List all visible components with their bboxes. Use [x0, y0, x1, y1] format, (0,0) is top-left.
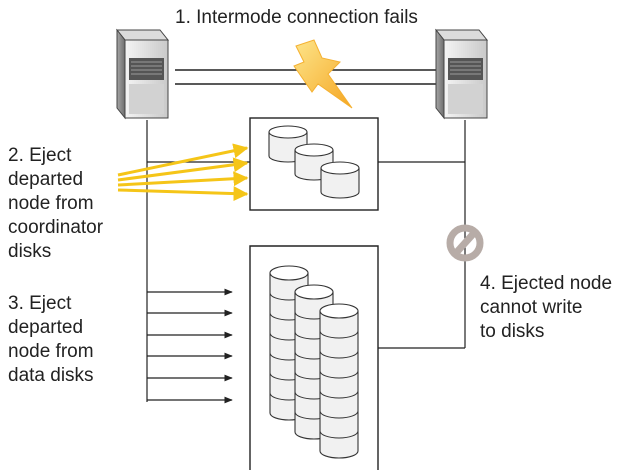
- label-line: node from: [8, 341, 94, 362]
- label-ejected-node: 4. Ejected node cannot write to disks: [480, 272, 612, 344]
- label-line: node from: [8, 193, 94, 214]
- label-line: departed: [8, 169, 84, 190]
- label-connection-fails: 1. Intermode connection fails: [175, 7, 418, 28]
- coordinator-eject-arrows: [117, 143, 249, 202]
- label-line: data disks: [8, 365, 94, 386]
- server-icon-left: [115, 28, 170, 120]
- label-eject-data: 3. Eject departed node from data disks: [8, 292, 94, 388]
- yellow-arrow-2: [117, 157, 249, 182]
- data-disk-stacks: [269, 265, 359, 459]
- server-icon-right: [434, 28, 489, 120]
- label-line: departed: [8, 317, 84, 338]
- no-entry-icon: [446, 224, 484, 262]
- database-disk-icon: [320, 161, 360, 199]
- label-eject-coordinator: 2. Eject departed node from coordinator …: [8, 144, 103, 264]
- yellow-arrow-4: [117, 186, 249, 202]
- label-line: disks: [8, 241, 52, 262]
- database-disk-icon: [319, 303, 359, 459]
- yellow-arrow-3: [117, 171, 249, 187]
- yellow-arrow-1: [117, 143, 249, 177]
- label-line: 3. Eject: [8, 293, 72, 314]
- left-node-wiring: [146, 120, 250, 402]
- right-node-wiring: [378, 120, 466, 349]
- label-line: 4. Ejected node: [480, 273, 613, 294]
- data-disk-eject-arrows: [147, 288, 233, 404]
- label-line: cannot write: [480, 297, 583, 318]
- label-line: to disks: [480, 321, 545, 342]
- label-line: 2. Eject: [8, 145, 72, 166]
- coordinator-disks: [268, 125, 360, 199]
- label-line: coordinator: [8, 217, 104, 238]
- lightning-bolt-icon: [293, 39, 353, 109]
